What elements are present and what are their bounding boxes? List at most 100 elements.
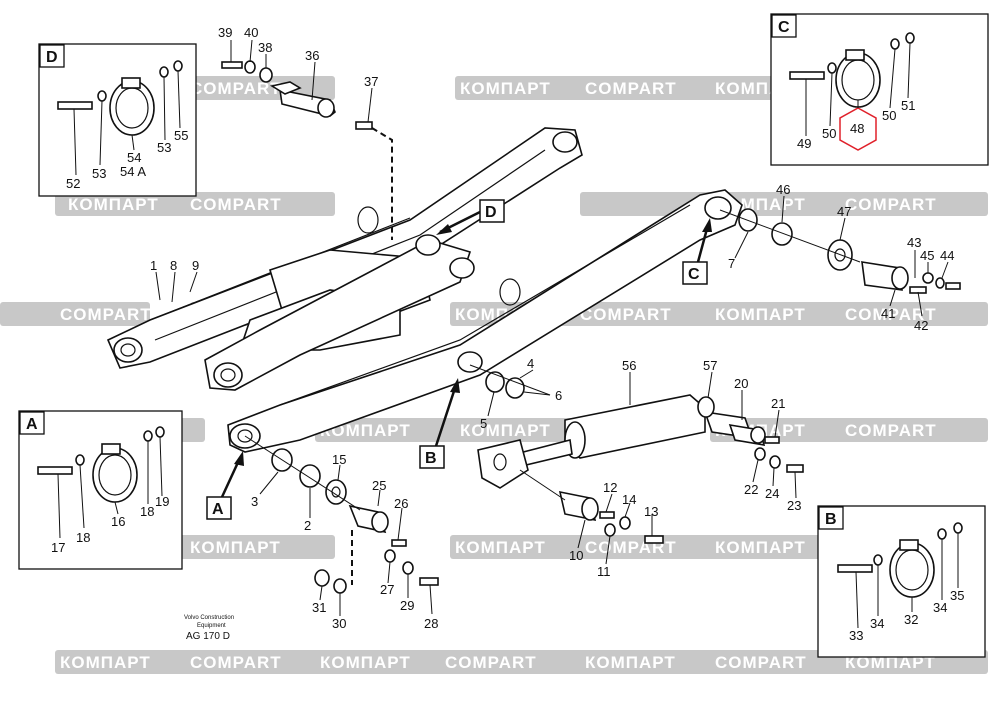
nut-14	[619, 516, 631, 530]
part-number: 3	[251, 494, 258, 509]
part-number: 55	[174, 128, 188, 143]
part-number: 29	[400, 598, 414, 613]
part-number: 38	[258, 40, 272, 55]
watermark-text: COMPART	[60, 305, 152, 324]
bolt-23	[786, 464, 804, 473]
pin-41	[861, 261, 909, 291]
watermark-row: КОМПАРТ COMPART КОМПАРТ COMPART КОМПАРТ …	[55, 650, 988, 674]
watermark-text: КОМПАРТ	[68, 195, 159, 214]
part-number: 22	[744, 482, 758, 497]
watermark-text: COMPART	[585, 79, 677, 98]
bolt-28	[419, 577, 439, 586]
part-number: 20	[734, 376, 748, 391]
part-number: 2	[304, 518, 311, 533]
part-number: 4	[527, 356, 534, 371]
part-number: 30	[332, 616, 346, 631]
watermark-text: КОМПАРТ	[190, 538, 281, 557]
washer-15	[325, 479, 347, 505]
watermark-text: COMPART	[190, 653, 282, 672]
part-number: 18	[140, 504, 154, 519]
part-number: 9	[192, 258, 199, 273]
part-number: 5	[480, 416, 487, 431]
washer-30	[333, 578, 347, 594]
part-number: 34	[870, 616, 884, 631]
pin-25	[348, 504, 389, 534]
part-number: 45	[920, 248, 934, 263]
part-number: 1	[150, 258, 157, 273]
part-number: 27	[380, 582, 394, 597]
middle-lift-arm	[204, 234, 475, 391]
part-number: 54 A	[120, 164, 146, 179]
part-number: 48	[850, 121, 864, 136]
bushing-4	[505, 377, 525, 399]
washer-29	[402, 561, 414, 575]
detail-box-label: A	[26, 416, 38, 433]
part-number: 21	[771, 396, 785, 411]
part-number: 18	[76, 530, 90, 545]
bolt-21	[764, 436, 780, 444]
watermark-text: COMPART	[445, 653, 537, 672]
nut-27	[384, 549, 396, 563]
part-number: 49	[797, 136, 811, 151]
part-number: 14	[622, 492, 636, 507]
detail-box-label: D	[46, 49, 58, 66]
part-number: 53	[157, 140, 171, 155]
watermark-text: КОМПАРТ	[715, 538, 806, 557]
watermark-text: COMPART	[845, 195, 937, 214]
part-number: 7	[728, 256, 735, 271]
part-number: 28	[424, 616, 438, 631]
part-number: 57	[703, 358, 717, 373]
callout-a: A	[206, 451, 244, 520]
part-number: 34	[933, 600, 947, 615]
washer-44	[935, 277, 945, 289]
bushing-46	[771, 222, 793, 246]
watermark-text: КОМПАРТ	[320, 421, 411, 440]
part-number: 13	[644, 504, 658, 519]
leader-lines	[57, 39, 959, 629]
washer-40	[244, 60, 256, 74]
part-number: 8	[170, 258, 177, 273]
part-number-labels: 39 40 38 36 37 1 8 9 46 47 7 43 45 44 41…	[51, 25, 964, 643]
part-number: 39	[218, 25, 232, 40]
nut-31	[314, 569, 330, 587]
caption-code: AG 170 D	[186, 631, 230, 642]
part-number: 50	[822, 126, 836, 141]
nut-22	[754, 447, 766, 461]
callout-d: D	[436, 199, 505, 235]
watermark-text: КОМПАРТ	[585, 653, 676, 672]
part-number: 23	[787, 498, 801, 513]
part-number: 53	[92, 166, 106, 181]
part-number: 11	[597, 564, 611, 579]
bolt-37	[355, 121, 373, 130]
detail-box-b: B	[817, 505, 986, 658]
watermark-text: КОМПАРТ	[455, 538, 546, 557]
pin-20	[728, 423, 766, 447]
part-number: 47	[837, 204, 851, 219]
detail-box-d: D	[38, 43, 197, 197]
detail-box-label: B	[825, 511, 837, 528]
part-number: 12	[603, 480, 617, 495]
bushing-2	[299, 464, 321, 488]
part-number: 19	[155, 494, 169, 509]
hydraulic-cylinder-56	[477, 394, 754, 489]
watermark-text: КОМПАРТ	[715, 305, 806, 324]
watermark-text: COMPART	[845, 421, 937, 440]
callout-b: B	[419, 378, 460, 469]
part-number: 25	[372, 478, 386, 493]
part-number: 46	[776, 182, 790, 197]
watermark-text: COMPART	[190, 79, 282, 98]
callout-label: C	[688, 266, 700, 283]
watermark-text: COMPART	[715, 653, 807, 672]
part-number: 43	[907, 235, 921, 250]
bolt-26	[391, 539, 407, 547]
callout-label: D	[485, 204, 497, 221]
part-number: 36	[305, 48, 319, 63]
part-number: 6	[555, 388, 562, 403]
washer-11	[604, 523, 616, 537]
part-number: 52	[66, 176, 80, 191]
bolt-39	[221, 61, 243, 69]
part-number: 41	[881, 306, 895, 321]
part-number: 17	[51, 540, 65, 555]
nut-38	[259, 67, 273, 83]
